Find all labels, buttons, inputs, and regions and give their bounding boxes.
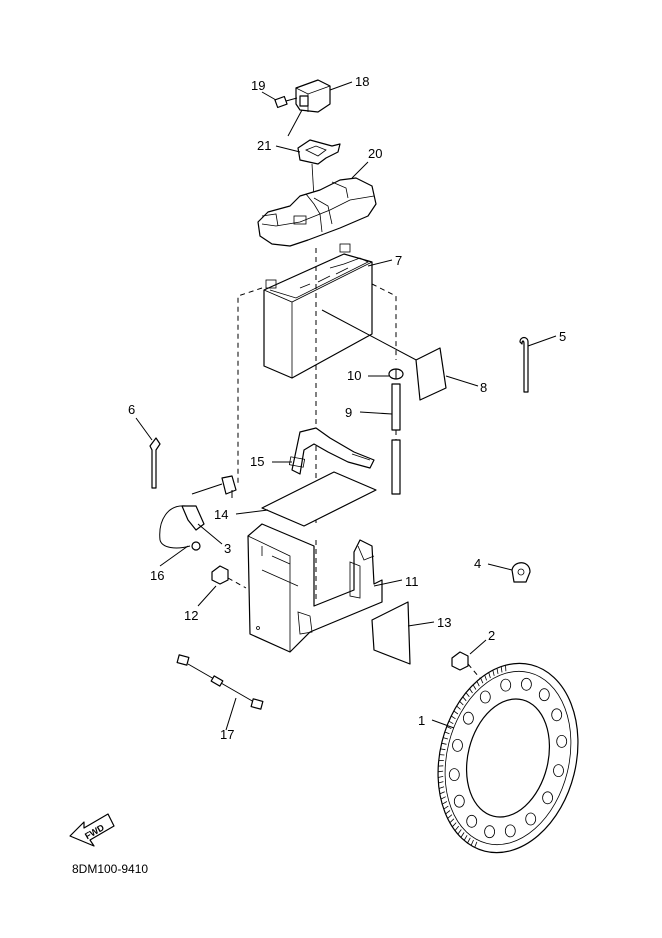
disc-tooth — [465, 692, 470, 698]
callout-18: 18 — [355, 74, 369, 89]
callout-11: 11 — [405, 574, 419, 589]
disc-hole — [553, 764, 564, 777]
disc-tooth — [480, 677, 484, 684]
callout-8: 8 — [480, 380, 487, 395]
disc-tooth — [469, 688, 473, 694]
callout-13: 13 — [437, 615, 451, 630]
disc-tooth — [447, 814, 453, 819]
callout-4: 4 — [474, 556, 481, 571]
disc-tooth — [443, 805, 449, 810]
part-20-battery-cover — [257, 177, 377, 247]
disc-tooth — [442, 737, 449, 740]
part-5-pin — [519, 336, 529, 393]
disc-tooth — [453, 710, 459, 715]
callout-9: 9 — [345, 405, 352, 420]
disc-tooth — [452, 822, 457, 828]
part-17-lead — [176, 654, 264, 710]
disc-hole — [556, 735, 568, 748]
callout-12: 12 — [184, 608, 198, 623]
part-15-strap — [288, 427, 375, 475]
disc-tooth — [450, 715, 456, 720]
part-10-clip — [388, 368, 404, 380]
callout-16: 16 — [150, 568, 164, 583]
fwd-arrow-icon: FWD — [69, 813, 115, 847]
disc-tooth — [492, 670, 495, 676]
disc-tooth — [467, 837, 471, 844]
disc-tooth — [440, 796, 446, 800]
disc-hole — [504, 824, 516, 838]
disc-tooth — [438, 786, 445, 789]
disc-tooth — [474, 841, 478, 848]
disc-tooth — [446, 726, 452, 730]
disc-hole — [448, 768, 460, 781]
disc-tooth — [438, 770, 444, 773]
callout-3: 3 — [224, 541, 231, 556]
part-11-battery-box — [247, 523, 383, 653]
diagram-code: 8DM100-9410 — [72, 862, 148, 876]
part-6-band — [149, 437, 161, 489]
disc-tooth — [449, 818, 455, 823]
part-7-battery — [263, 243, 373, 379]
part-12-bolt — [211, 565, 247, 589]
callout-14: 14 — [214, 507, 228, 522]
disc-hole — [466, 814, 478, 828]
disc-tooth — [462, 696, 467, 702]
part-19-screw — [274, 95, 298, 109]
callout-17: 17 — [220, 727, 234, 742]
disc-tooth — [496, 668, 499, 674]
disc-tooth — [457, 829, 462, 835]
callout-15: 15 — [250, 454, 264, 469]
disc-hole — [525, 812, 537, 826]
disc-hole — [462, 711, 474, 725]
callout-7: 7 — [395, 253, 402, 268]
disc-tooth — [472, 684, 477, 690]
callout-20: 20 — [368, 146, 382, 161]
callout-19: 19 — [251, 78, 265, 93]
disc-tooth — [500, 666, 503, 673]
disc-hole — [521, 677, 532, 691]
part-8-pad — [415, 347, 447, 401]
disc-tooth — [463, 835, 468, 841]
disc-tooth — [456, 705, 461, 710]
callout-1: 1 — [418, 713, 425, 728]
disc-tooth — [488, 672, 491, 679]
disc-hole — [500, 678, 512, 692]
callout-10: 10 — [347, 368, 361, 383]
disc-tooth — [459, 701, 464, 706]
part-13-plate — [371, 601, 411, 665]
part-18-relay — [287, 79, 331, 137]
disc-tooth — [460, 832, 465, 838]
part-9-pipe — [391, 383, 401, 495]
disc-hole — [452, 739, 463, 752]
callout-2: 2 — [488, 628, 495, 643]
disc-hole — [479, 690, 491, 704]
disc-tooth — [439, 791, 445, 795]
part-21-bracket — [297, 139, 341, 165]
callout-5: 5 — [559, 329, 566, 344]
disc-hole — [538, 688, 550, 702]
disc-hole — [453, 794, 465, 808]
disc-tooth — [444, 731, 450, 735]
disc-tooth — [438, 776, 444, 778]
disc-tooth — [454, 825, 460, 831]
disc-tooth — [476, 681, 480, 687]
part-1-rotor-disc — [437, 662, 579, 854]
disc-hole — [542, 791, 553, 805]
disc-tooth — [445, 810, 451, 815]
disc-tooth — [484, 674, 487, 681]
callout-21: 21 — [257, 138, 271, 153]
disc-tooth — [442, 801, 448, 805]
callout-6: 6 — [128, 402, 135, 417]
disc-tooth — [470, 839, 474, 846]
part-4-clamp — [511, 562, 531, 583]
disc-hole — [484, 825, 496, 839]
disc-tooth — [441, 742, 447, 745]
part-14-sheet — [261, 471, 377, 527]
disc-hole — [551, 708, 563, 722]
disc-tooth — [440, 748, 446, 751]
disc-tooth — [438, 781, 444, 784]
disc-tooth — [448, 720, 454, 725]
